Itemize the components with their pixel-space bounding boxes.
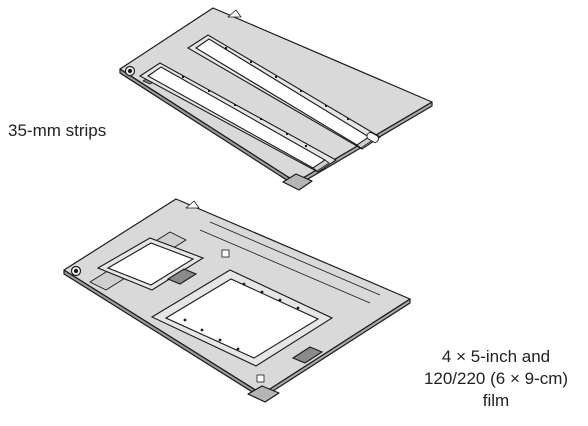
- strip-frame-upper: [186, 34, 382, 150]
- frame-number-marks: [182, 47, 349, 147]
- film-caption-line-2: 120/220 (6 × 9-cm): [423, 369, 569, 388]
- strip-holder-caption: 35-mm strips: [8, 121, 107, 140]
- film-window-large: [150, 249, 334, 383]
- film-window-small: [96, 237, 205, 291]
- film-alignment-dots: [183, 282, 300, 351]
- film-caption-line-3: film: [482, 391, 510, 410]
- film-caption-line-1: 4 × 5-inch and: [441, 347, 551, 366]
- strip-frame-lower: [138, 62, 338, 173]
- film-holder-caption: 4 × 5-inch and 120/220 (6 × 9-cm) film: [404, 346, 588, 412]
